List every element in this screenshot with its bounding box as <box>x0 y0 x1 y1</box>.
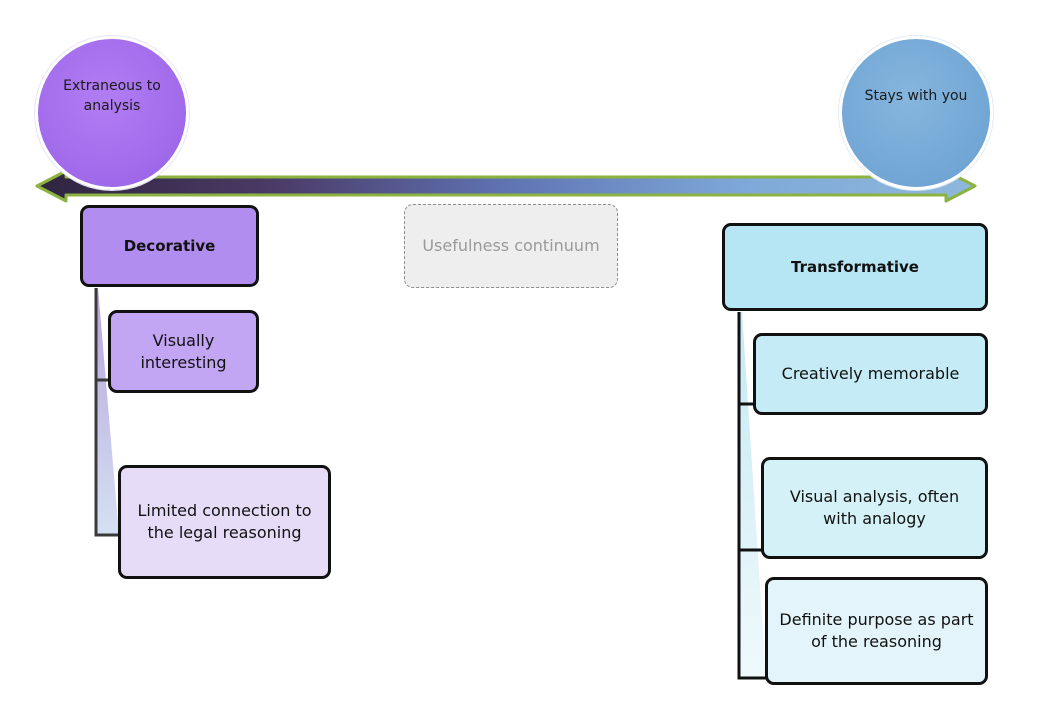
extraneous-circle: Extraneous to analysis <box>35 36 189 190</box>
decorative-label: Decorative <box>123 237 216 255</box>
limited-connection-label: Limited connection to the legal reasonin… <box>137 501 312 542</box>
creatively-memorable-label: Creatively memorable <box>781 364 960 383</box>
limited-connection-box: Limited connection to the legal reasonin… <box>118 465 331 579</box>
stays-with-you-circle-label: Stays with you <box>864 88 968 104</box>
transformative-label: Transformative <box>791 258 919 276</box>
visually-interesting-box: Visually interesting <box>108 310 259 393</box>
usefulness-continuum-label: Usefulness continuum <box>422 236 600 255</box>
stays-with-you-circle: Stays with you <box>839 36 993 190</box>
usefulness-continuum-box: Usefulness continuum <box>404 204 618 288</box>
left-branch-connector <box>94 288 119 537</box>
left-branch-connector-shade <box>96 288 119 535</box>
transformative-box: Transformative <box>722 223 988 311</box>
visually-interesting-label: Visually interesting <box>140 330 227 372</box>
visual-analysis-box: Visual analysis, often with analogy <box>761 457 988 559</box>
extraneous-circle-label: Extraneous to analysis <box>63 78 161 114</box>
decorative-box: Decorative <box>80 205 259 287</box>
continuum-arrow <box>35 169 977 203</box>
creatively-memorable-box: Creatively memorable <box>753 333 988 415</box>
right-branch-connector <box>737 312 766 680</box>
visual-analysis-label: Visual analysis, often with analogy <box>789 487 960 528</box>
definite-purpose-box: Definite purpose as part of the reasonin… <box>765 577 988 685</box>
definite-purpose-label: Definite purpose as part of the reasonin… <box>779 610 974 651</box>
